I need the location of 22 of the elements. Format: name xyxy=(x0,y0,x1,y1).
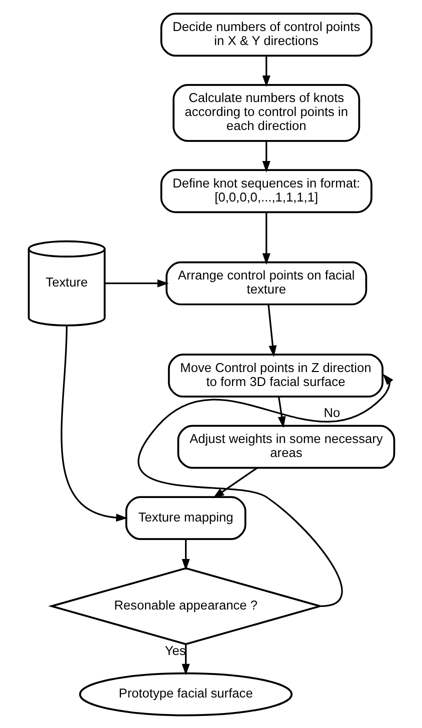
arrow xyxy=(138,373,393,606)
arrow xyxy=(60,324,128,522)
arrow xyxy=(181,538,190,570)
arrow xyxy=(267,304,276,356)
edge-label: Yes xyxy=(164,642,186,658)
arrow xyxy=(212,466,258,498)
arrow xyxy=(104,278,168,287)
node-box: Arrange control points on facial texture xyxy=(165,260,367,305)
node-box: Decide numbers of control points in X & Y directions xyxy=(160,12,372,56)
arrow xyxy=(277,396,286,428)
node-box: Calculate numbers of knots according to control points in each direction xyxy=(172,83,360,142)
arrow xyxy=(262,55,270,86)
arrow xyxy=(181,644,190,675)
edge-label: No xyxy=(323,404,340,420)
node-box: Define knot sequences in format: [0,0,0,0,...,1,1,1,1] xyxy=(160,168,372,213)
node-ellipse: Prototype facial surface xyxy=(78,672,292,716)
arrow xyxy=(262,212,270,264)
node-box: Texture mapping xyxy=(124,496,246,540)
arrow xyxy=(262,140,270,172)
node-diamond: Resonable appearance ? xyxy=(48,566,324,645)
node-box: Adjust weights in some necessary areas xyxy=(176,424,395,468)
node-box: Move Control points in Z direction to form 3D facial surface xyxy=(167,353,383,398)
